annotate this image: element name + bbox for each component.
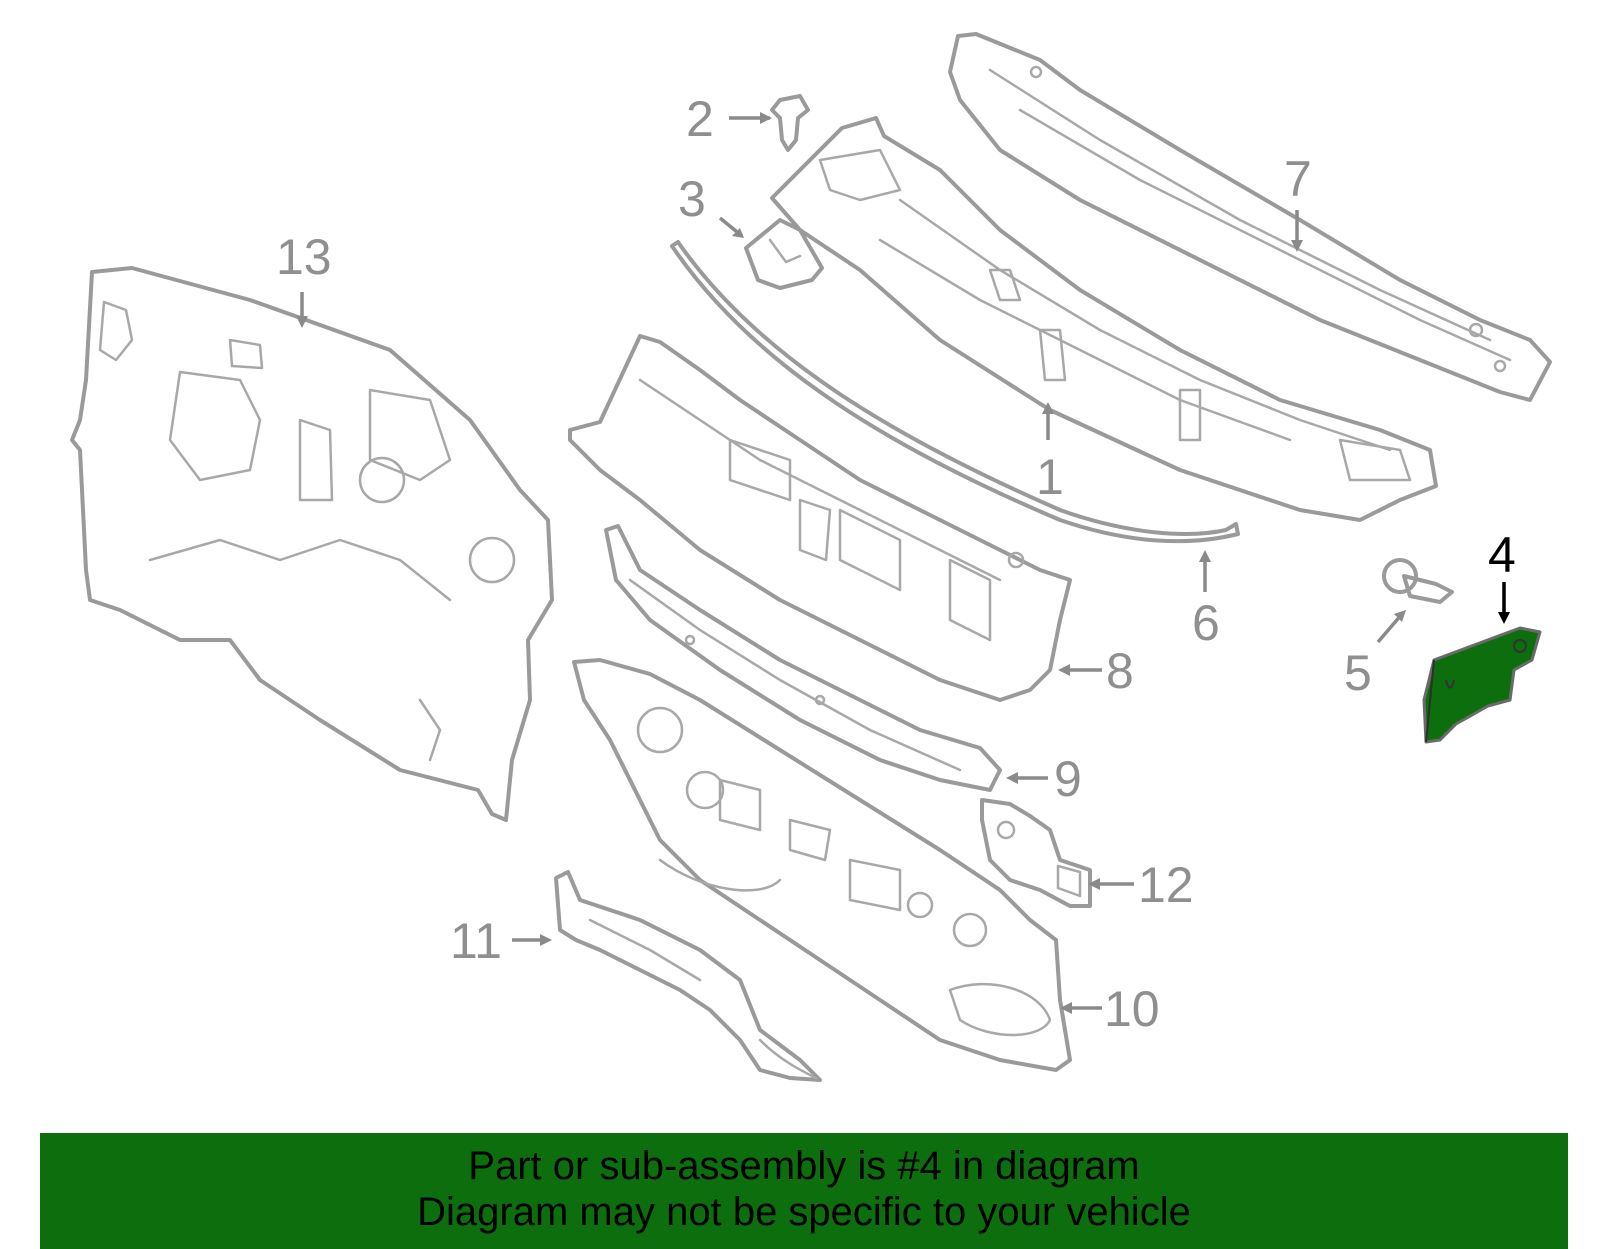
banner-line-1: Part or sub-assembly is #4 in diagram (468, 1144, 1140, 1188)
part-1-cowl-panel[interactable] (770, 116, 1438, 522)
callout-3: 3 (678, 171, 706, 227)
part-2-clip[interactable] (770, 94, 810, 152)
callout-12: 12 (1138, 857, 1194, 913)
callout-7: 7 (1284, 151, 1312, 207)
leader-lines (296, 112, 1510, 1014)
callout-1: 1 (1036, 449, 1064, 505)
callout-labels: 1 2 3 4 5 6 7 8 9 10 11 12 13 (276, 91, 1516, 1037)
info-banner: Part or sub-assembly is #4 in diagram Di… (40, 1133, 1568, 1249)
callout-8: 8 (1106, 643, 1134, 699)
callout-10: 10 (1104, 981, 1160, 1037)
callout-6: 6 (1192, 595, 1220, 651)
part-6-seal[interactable] (670, 240, 1240, 544)
banner-line-2: Diagram may not be specific to your vehi… (417, 1190, 1191, 1234)
part-8-cowl-lower-panel[interactable] (568, 334, 1072, 702)
part-7-cowl-top-panel[interactable] (948, 32, 1552, 402)
part-9-reinforcement[interactable] (604, 524, 1002, 792)
part-3-bracket[interactable] (744, 218, 824, 290)
part-10-dash-panel[interactable] (572, 658, 1072, 1072)
part-12-small-panel[interactable] (980, 798, 1092, 908)
callout-5: 5 (1344, 645, 1372, 701)
callout-13: 13 (276, 229, 332, 285)
callout-9: 9 (1054, 751, 1082, 807)
callout-2: 2 (686, 91, 714, 147)
part-11-side-bracket[interactable] (554, 870, 822, 1082)
part-5-clip[interactable] (1382, 558, 1454, 604)
callout-4: 4 (1488, 527, 1516, 583)
part-4-highlighted[interactable] (1422, 626, 1542, 744)
callout-11: 11 (450, 913, 502, 969)
part-13-dash-insulator[interactable] (70, 266, 554, 822)
